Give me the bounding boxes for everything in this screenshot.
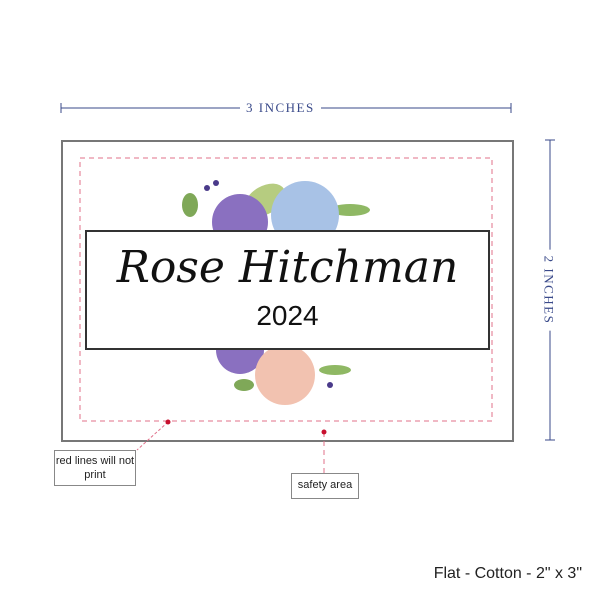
product-description: Flat - Cotton - 2" x 3"	[433, 565, 582, 582]
red-lines-leader	[136, 421, 169, 451]
label-card	[61, 140, 514, 442]
width-label: 3 INCHES	[240, 100, 321, 116]
red-lines-note: red lines will not print	[54, 450, 136, 486]
safety-area-note: safety area	[291, 473, 359, 499]
name-text: Rose Hitchman	[116, 242, 459, 293]
safety-area-outline	[79, 157, 493, 422]
red-lines-dot	[165, 419, 171, 425]
safety-area-dot	[321, 429, 327, 435]
year-text: 2024	[256, 300, 319, 331]
name-label: Rose Hitchman 2024	[85, 230, 490, 350]
